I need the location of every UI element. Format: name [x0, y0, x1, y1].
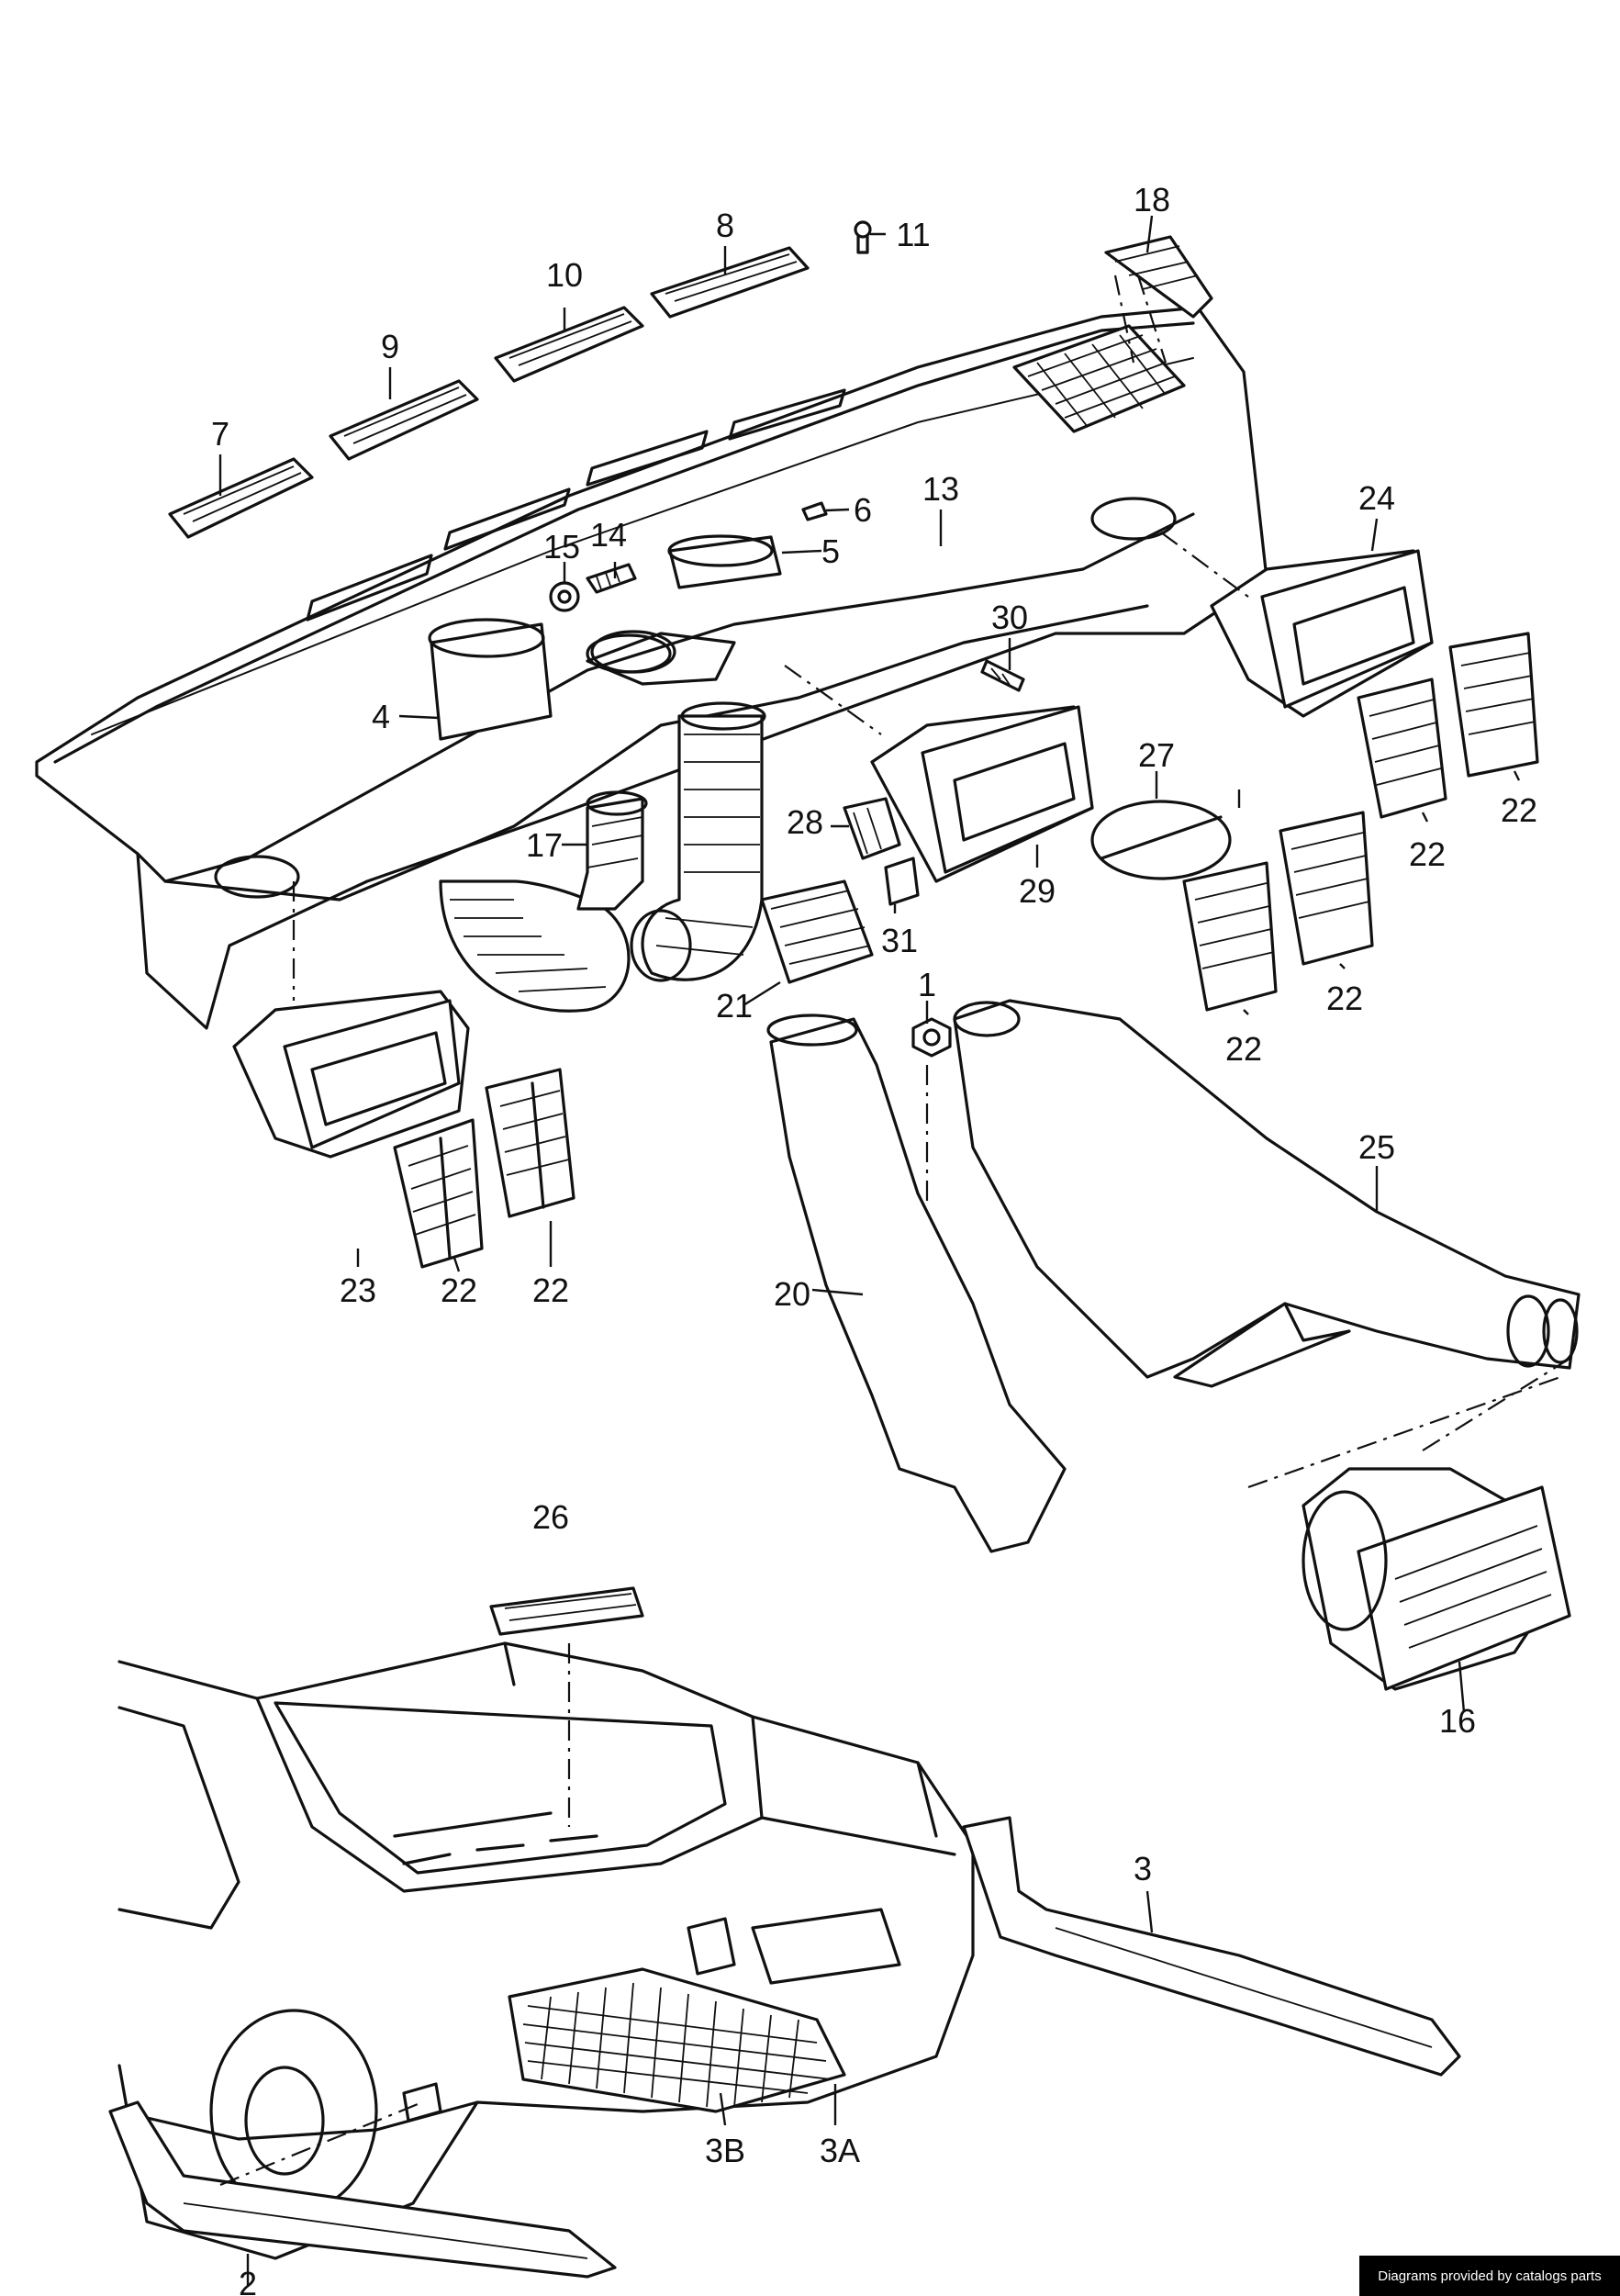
callout-16: 16: [1439, 1702, 1476, 1740]
callout-23: 23: [340, 1271, 376, 1309]
callout-4: 4: [372, 698, 390, 735]
assembly-lines: [219, 274, 1570, 2187]
callout-3: 3: [1134, 1850, 1152, 1887]
callout-26: 26: [532, 1498, 569, 1536]
callout-13: 13: [922, 470, 959, 508]
callout-22f: 22: [1501, 791, 1537, 829]
footer-credit: Diagrams provided by catalogs parts: [1359, 2256, 1620, 2296]
callout-1: 1: [918, 966, 936, 1003]
callout-28: 28: [787, 803, 823, 841]
callout-21: 21: [716, 987, 753, 1025]
callout-22a: 22: [441, 1271, 477, 1309]
callout-3a: 3A: [820, 2132, 860, 2169]
air-ducts-center: [428, 534, 874, 1013]
callout-27: 27: [1138, 736, 1175, 774]
callout-5: 5: [821, 532, 840, 570]
callout-24: 24: [1358, 479, 1395, 517]
callout-17: 17: [526, 826, 563, 864]
callout-22e: 22: [1409, 835, 1446, 873]
floor-ducts: [766, 999, 1581, 1691]
callout-6: 6: [854, 491, 872, 529]
callout-31: 31: [881, 922, 918, 959]
car-body-rear: [108, 1586, 1461, 2279]
callout-22c: 22: [1225, 1030, 1262, 1068]
callout-18: 18: [1134, 181, 1170, 218]
callout-14: 14: [590, 516, 627, 554]
left-vent-assembly: [232, 990, 575, 1269]
callout-30: 30: [991, 599, 1028, 636]
callout-20: 20: [774, 1275, 810, 1313]
callout-labels: 1 2 3 3A 3B 4 5 6 7 8 9 10 11 13 14 15 1…: [211, 181, 1537, 2296]
dashboard-panel: [35, 306, 1268, 1030]
callout-9: 9: [381, 328, 399, 365]
callout-11: 11: [896, 216, 930, 253]
callout-7: 7: [211, 415, 229, 453]
defroster-vents: [168, 220, 1213, 539]
callout-29: 29: [1019, 872, 1056, 910]
fasteners: [549, 501, 1025, 1058]
callout-leader-lines: [218, 215, 1521, 2286]
callout-22d: 22: [1326, 980, 1363, 1017]
callout-8: 8: [716, 207, 734, 244]
callout-22b: 22: [532, 1271, 569, 1309]
callout-3b: 3B: [705, 2132, 745, 2169]
callout-10: 10: [546, 256, 583, 294]
right-vent-assembly: [843, 549, 1539, 1012]
callout-2: 2: [239, 2265, 257, 2296]
callout-15: 15: [543, 528, 580, 566]
callout-25: 25: [1358, 1128, 1395, 1166]
